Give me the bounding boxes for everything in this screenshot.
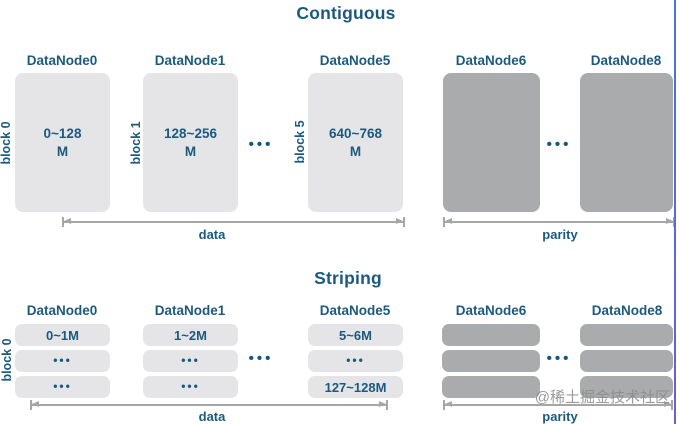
right-edge-line	[674, 0, 676, 424]
block-unit-text: M	[184, 143, 197, 159]
contiguous-parity-block-datanode6	[443, 73, 540, 212]
contiguous-node-label-datanode5: DataNode5	[319, 53, 391, 68]
ellipsis-text: •••	[181, 353, 200, 367]
block-unit-text: M	[56, 143, 69, 159]
striping-cell-dn0-row2: •••	[15, 376, 110, 398]
ellipsis-between-striping-data: •••	[248, 350, 274, 367]
contiguous-data-block-0: 0~128 M	[15, 73, 110, 212]
ellipsis-text: •••	[346, 353, 365, 367]
striping-node-label-datanode8: DataNode8	[591, 303, 663, 318]
striping-node-label-datanode1: DataNode1	[154, 303, 226, 318]
striping-parity-cell-dn8-row1	[580, 350, 673, 372]
ellipsis-text: •••	[53, 353, 72, 367]
striping-block0-side-label: block 0	[0, 338, 14, 382]
contiguous-data-span-arrow	[62, 217, 405, 227]
striping-node-label-datanode0: DataNode0	[26, 303, 98, 318]
striping-cell-dn5-row0: 5~6M	[308, 324, 403, 346]
contiguous-parity-block-datanode8	[580, 73, 673, 212]
contiguous-data-arrow-label: data	[198, 227, 226, 242]
contiguous-node-label-datanode8: DataNode8	[590, 53, 662, 68]
striping-cell-dn1-row1: •••	[143, 350, 238, 372]
striping-parity-span-arrow	[443, 400, 673, 410]
striping-parity-cell-dn6-row2	[442, 376, 540, 398]
striping-cell-dn1-row0: 1~2M	[143, 324, 238, 346]
ellipsis-between-striping-parity: •••	[546, 350, 572, 367]
contiguous-block1-side-label: block 1	[129, 121, 143, 165]
striping-parity-cell-dn8-row0	[580, 324, 673, 346]
striping-node-label-datanode5: DataNode5	[319, 303, 391, 318]
contiguous-parity-arrow-label: parity	[542, 227, 578, 242]
striping-cell-dn0-row0: 0~1M	[15, 324, 110, 346]
striping-parity-cell-dn6-row1	[442, 350, 540, 372]
contiguous-parity-span-arrow	[443, 217, 675, 227]
ellipsis-text: •••	[181, 379, 200, 393]
striping-parity-cell-dn6-row0	[442, 324, 540, 346]
striping-cell-dn5-row1: •••	[308, 350, 403, 372]
striping-parity-cell-dn8-row2	[580, 376, 673, 398]
contiguous-data-block-5: 640~768 M	[308, 73, 403, 212]
contiguous-data-block-1: 128~256 M	[143, 73, 238, 212]
striping-cell-dn1-row2: •••	[143, 376, 238, 398]
contiguous-node-label-datanode0: DataNode0	[26, 53, 98, 68]
contiguous-node-label-datanode6: DataNode6	[455, 53, 527, 68]
ellipsis-between-data-blocks: •••	[248, 136, 274, 153]
block-range-text: 640~768	[329, 125, 382, 141]
contiguous-block0-side-label: block 0	[0, 121, 13, 165]
striping-node-label-datanode6: DataNode6	[455, 303, 527, 318]
striping-parity-arrow-label: parity	[542, 409, 578, 424]
block-unit-text: M	[349, 143, 362, 159]
striping-data-arrow-label: data	[198, 409, 226, 424]
juejin-watermark: @稀土掘金技术社区	[534, 389, 670, 406]
ellipsis-between-parity-blocks: •••	[546, 136, 572, 153]
striping-data-span-arrow	[30, 400, 388, 410]
contiguous-block5-side-label: block 5	[293, 120, 307, 164]
contiguous-node-label-datanode1: DataNode1	[154, 53, 226, 68]
striping-cell-dn5-row2: 127~128M	[308, 376, 403, 398]
contiguous-title: Contiguous	[296, 3, 396, 23]
ellipsis-text: •••	[53, 379, 72, 393]
block-range-text: 128~256	[164, 125, 217, 141]
striping-title: Striping	[314, 268, 382, 288]
block-range-text: 0~128	[43, 125, 82, 141]
striping-cell-dn0-row1: •••	[15, 350, 110, 372]
